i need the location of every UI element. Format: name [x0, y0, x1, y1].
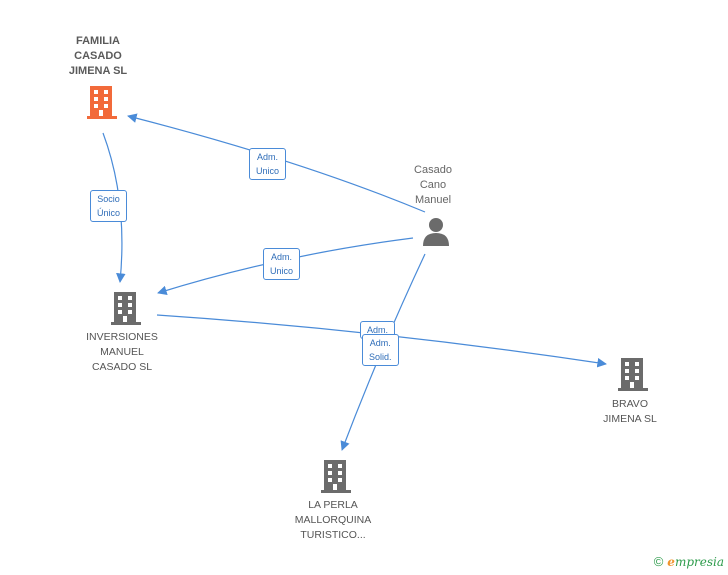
edge-label-adm-unico-familia: Adm. Unico	[249, 148, 287, 180]
node-label-perla[interactable]: LA PERLA MALLORQUINA TURISTICO...	[294, 499, 372, 541]
building-icon[interactable]	[617, 357, 649, 393]
person-icon[interactable]	[421, 216, 453, 248]
edge-label-adm-unico-inversiones: Adm. Unico	[263, 248, 301, 280]
node-label-familia[interactable]: FAMILIA CASADO JIMENA SL	[68, 35, 128, 77]
building-icon[interactable]	[86, 85, 118, 121]
building-icon[interactable]	[110, 291, 142, 327]
node-label-casado[interactable]: Casado Cano Manuel	[414, 164, 452, 206]
footer-brand[interactable]: ©empresia	[654, 554, 724, 569]
node-label-bravo[interactable]: BRAVO JIMENA SL	[603, 398, 657, 425]
edge-label-adm-solid: Adm. Solid.	[362, 334, 399, 366]
edge-casado-to-familia	[127, 113, 426, 213]
node-label-inversiones[interactable]: INVERSIONES MANUEL CASADO SL	[86, 331, 158, 373]
edge-label-socio-unico: Socio Único	[90, 190, 128, 222]
brand-e: e	[667, 555, 675, 569]
copyright-icon: ©	[653, 554, 664, 569]
building-icon[interactable]	[320, 459, 352, 495]
brand-name: mpresia	[674, 555, 724, 569]
